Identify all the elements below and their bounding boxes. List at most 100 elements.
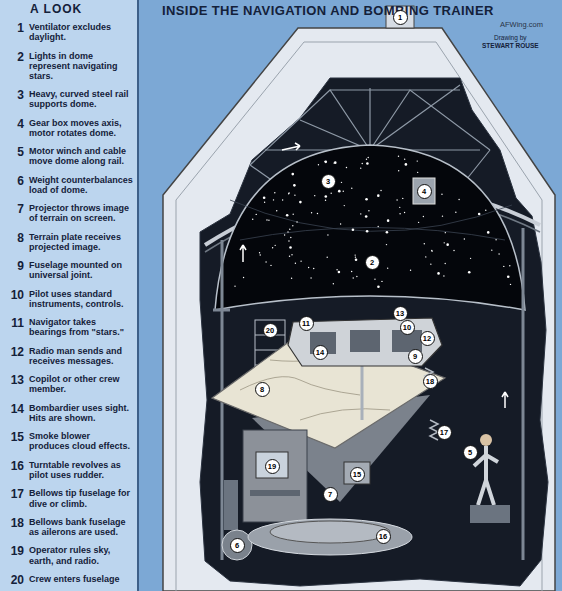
key-description: Copilot or other crew member. (29, 374, 133, 394)
star-light (356, 276, 357, 277)
star-light (252, 219, 253, 220)
key-description: Heavy, curved steel rail supports dome. (29, 89, 133, 109)
star-light (286, 214, 289, 217)
star-light (318, 164, 319, 165)
star-light (485, 210, 486, 211)
star-light (292, 225, 293, 226)
star-light (341, 182, 342, 183)
key-description: Fuselage mounted on universal joint. (29, 260, 133, 280)
silo-building (163, 6, 555, 591)
callout-number: 19 (265, 459, 280, 474)
callout-number: 6 (230, 538, 245, 553)
star-light (399, 207, 400, 208)
background-panels-part (137, 0, 139, 591)
star-light (404, 212, 405, 213)
key-description: Pilot uses standard instruments, control… (29, 289, 133, 309)
star-light (377, 226, 378, 227)
star-light (299, 201, 302, 204)
turntable-part (248, 519, 412, 555)
star-light (470, 258, 471, 259)
operator-desk (243, 430, 307, 522)
key-number: 7 (4, 202, 24, 216)
callout-number: 11 (299, 316, 314, 331)
star-light (387, 219, 390, 222)
star-light (374, 278, 375, 279)
star-light (418, 222, 419, 223)
star-light (360, 213, 361, 214)
key-description: Turntable revolves as pilot uses rudder. (29, 460, 133, 480)
star-light (289, 229, 290, 230)
fuselage-part (350, 330, 380, 352)
star-light (256, 214, 257, 215)
star-light (353, 277, 354, 278)
star-light (380, 190, 381, 191)
star-light (270, 265, 271, 266)
star-light (478, 213, 481, 216)
key-number: 16 (4, 459, 24, 473)
key-description: Motor winch and cable move dome along ra… (29, 146, 133, 166)
key-description: Bombardier uses sight. Hits are shown. (29, 403, 133, 423)
star-light (313, 268, 314, 269)
star-light (366, 159, 367, 160)
callout-number: 4 (417, 184, 432, 199)
callout-number: 5 (463, 445, 478, 460)
star-light (464, 238, 465, 239)
weight-counterbalance-part (224, 480, 238, 530)
star-light (344, 205, 345, 206)
callout-number: 1 (393, 10, 408, 25)
motion-arrows (240, 143, 508, 408)
callout-number: 13 (393, 306, 408, 321)
star-dome-part (230, 200, 512, 240)
star-light (507, 275, 510, 278)
star-light (431, 250, 432, 251)
star-light (442, 215, 443, 216)
key-number: 5 (4, 145, 24, 159)
star-light (330, 193, 331, 194)
star-light (288, 192, 289, 193)
star-light (290, 237, 291, 238)
callout-number: 9 (408, 349, 423, 364)
star-light (509, 265, 510, 266)
star-light (368, 157, 369, 158)
star-light (498, 253, 499, 254)
star-light (402, 198, 403, 199)
motion-arrows-part (240, 245, 246, 262)
key-number: 13 (4, 373, 24, 387)
star-light (300, 260, 301, 261)
star-light (404, 158, 405, 159)
key-description: Ventilator excludes daylight. (29, 22, 133, 42)
cutaway-interior (200, 78, 548, 586)
star-light (296, 221, 297, 222)
star-light (445, 232, 446, 233)
star-light (351, 271, 352, 272)
callout-number: 16 (376, 529, 391, 544)
star-light (444, 242, 445, 243)
winch-operator-part (470, 505, 510, 523)
star-light (387, 267, 388, 268)
star-light (314, 195, 315, 196)
operator-desk-part (250, 490, 300, 496)
cutaway-interior-part (200, 78, 548, 586)
star-light (289, 246, 292, 249)
star-light (405, 163, 408, 166)
operator-desk-part (256, 452, 288, 478)
star-light (264, 202, 265, 203)
star-light (327, 234, 328, 235)
star-light (343, 191, 344, 192)
star-light (272, 247, 273, 248)
star-light (431, 250, 432, 251)
star-light (333, 283, 334, 284)
star-light (446, 243, 449, 246)
key-number: 15 (4, 430, 24, 444)
star-light (458, 199, 459, 200)
key-number: 8 (4, 231, 24, 245)
key-number: 9 (4, 259, 24, 273)
star-light (365, 198, 368, 201)
key-description: Bellows bank fuselage as ailerons are us… (29, 517, 133, 537)
star-light (377, 194, 380, 197)
star-light (491, 249, 492, 250)
key-description: Gear box moves axis, motor rotates dome. (29, 118, 133, 138)
star-light (311, 212, 312, 213)
callout-number: 14 (313, 345, 328, 360)
turntable-part (270, 521, 390, 543)
